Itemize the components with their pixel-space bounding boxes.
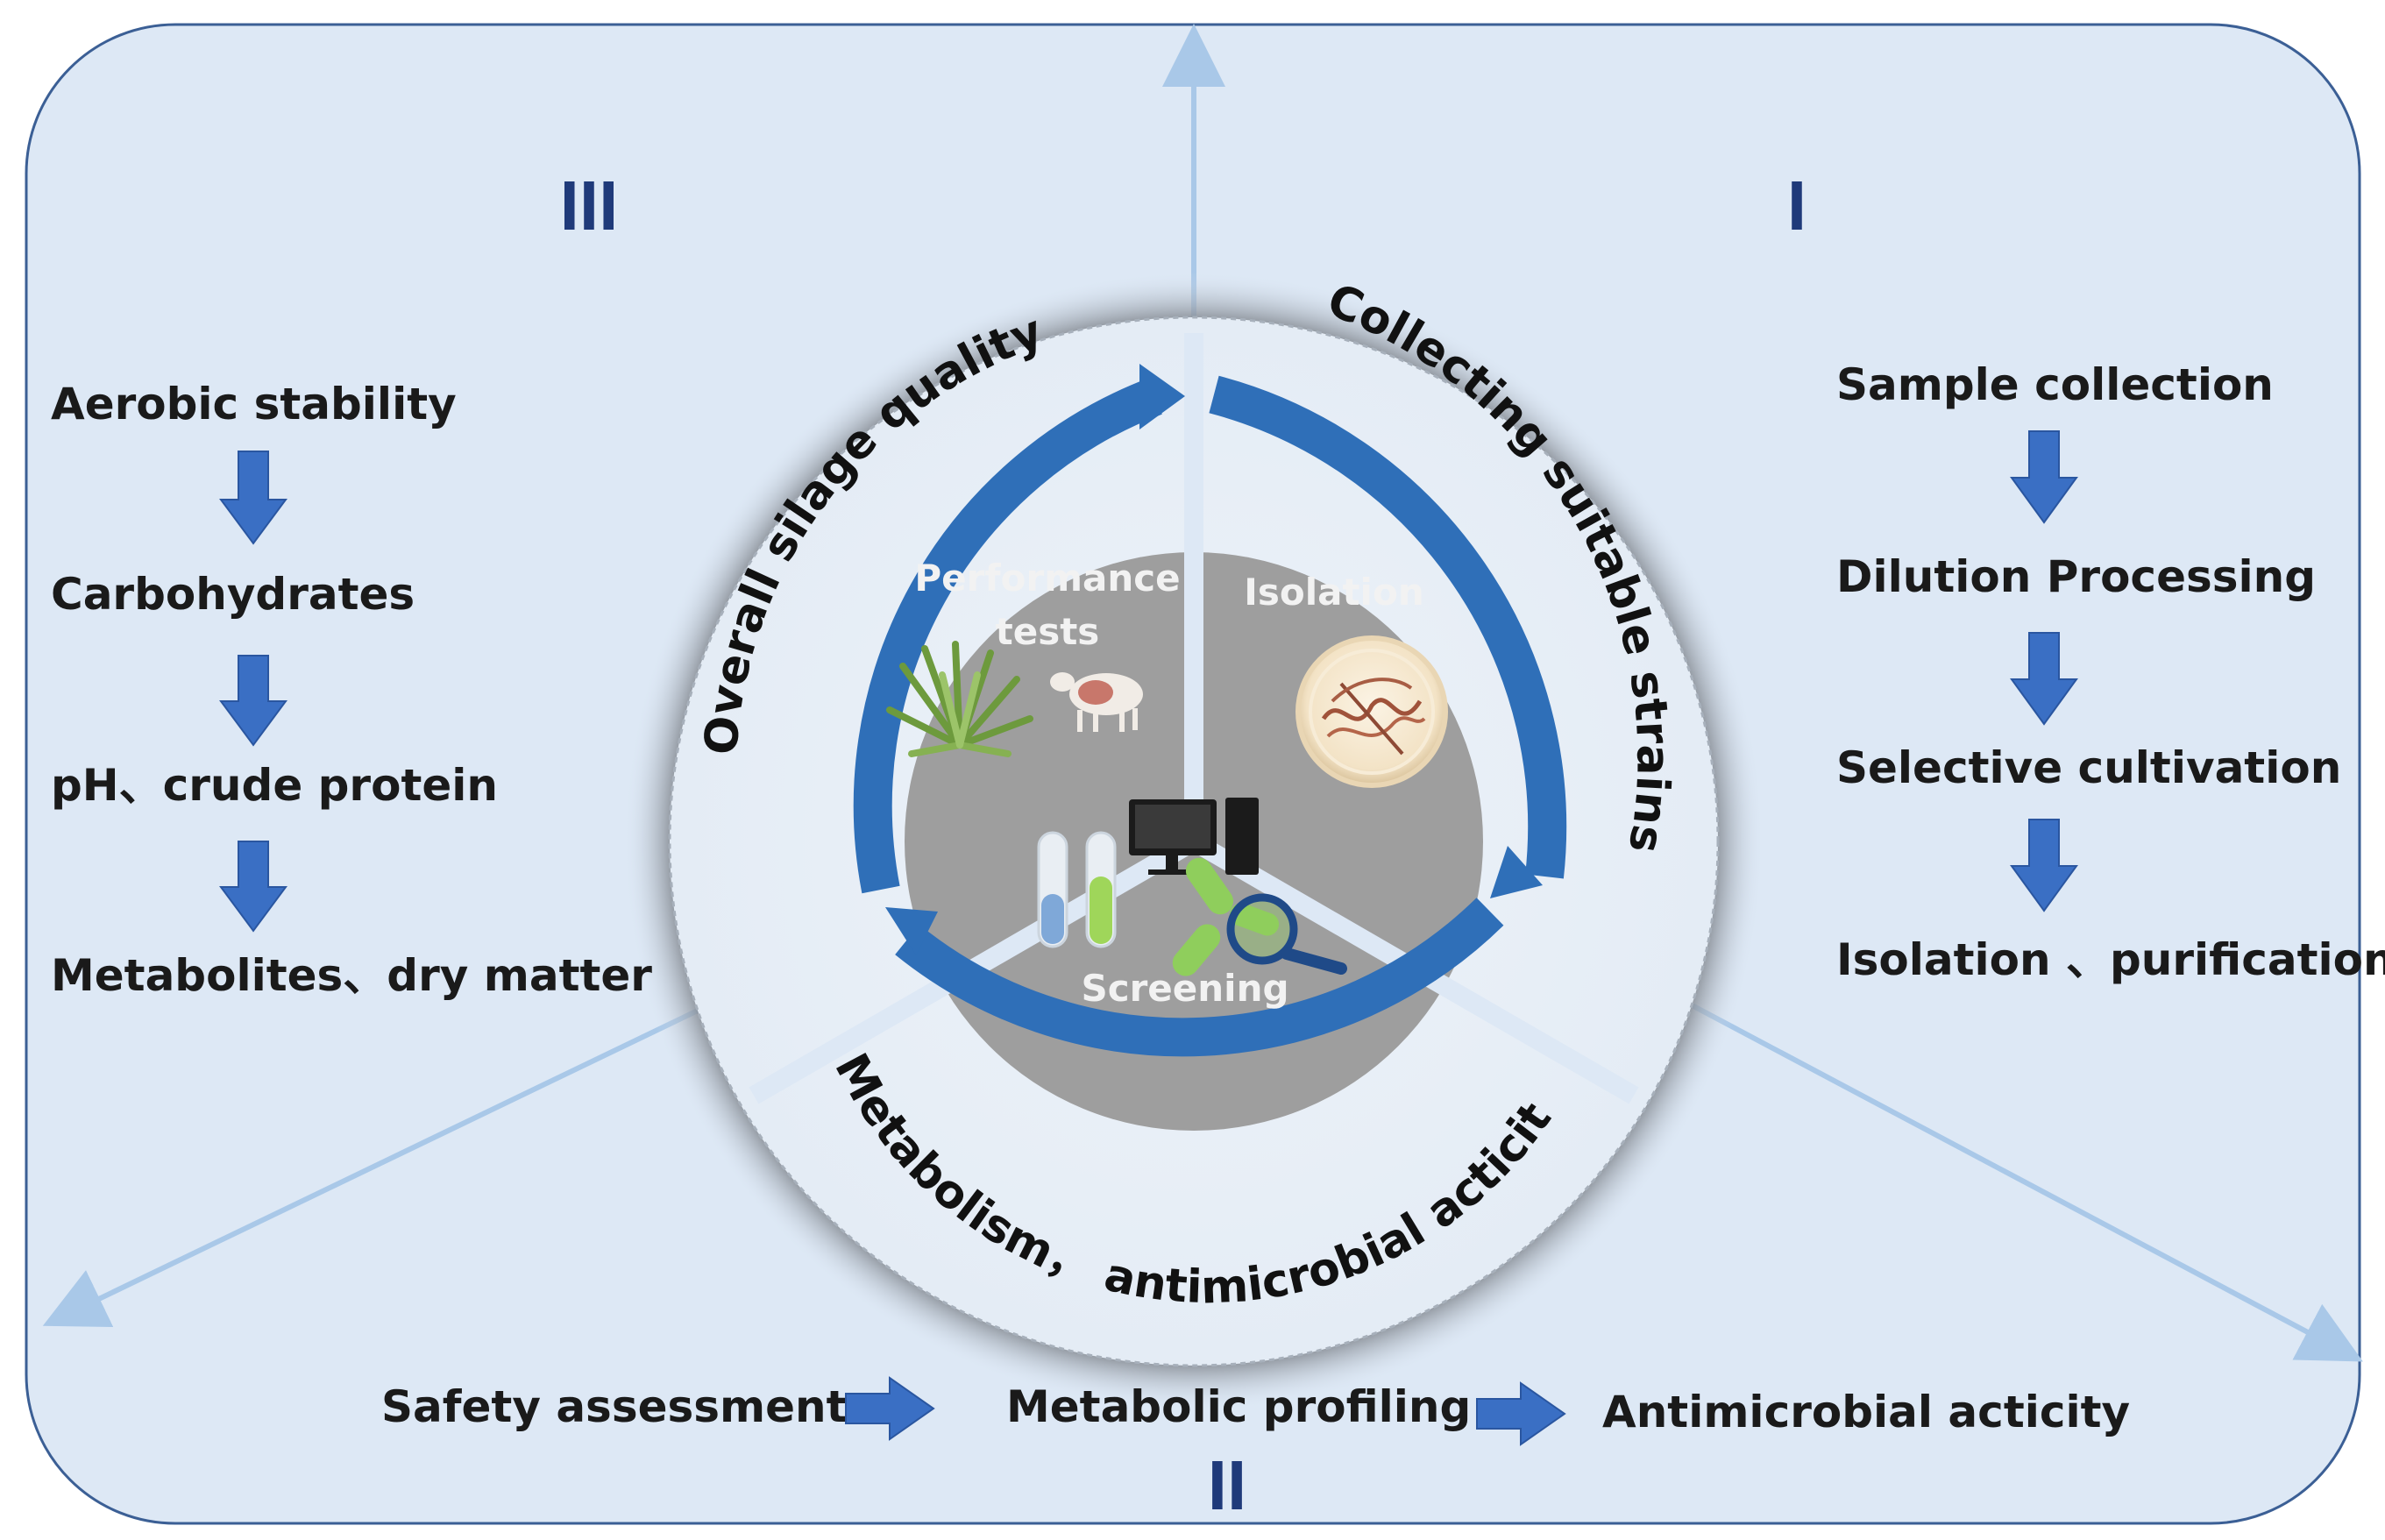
phase-two-flow-arrows: [845, 1376, 1566, 1446]
down-arrow-icon: [219, 451, 287, 545]
cow-icon: [1050, 672, 1143, 732]
cycle-ring: [853, 375, 1567, 1057]
magnifier-icon: [1226, 893, 1347, 975]
phase-one-steps: Sample collection Dilution Processing Se…: [1836, 359, 2385, 985]
phase-three-steps: Aerobic stability Carbohydrates pH、crude…: [51, 379, 652, 1001]
right-arrow-icon: [1476, 1381, 1566, 1446]
step-dilution-processing: Dilution Processing: [1836, 551, 2316, 602]
arrowhead-to-overall: [885, 907, 938, 955]
phase-one-flow-arrows: [2010, 430, 2078, 912]
right-arrow-icon: [845, 1376, 935, 1441]
step-ph-crude-protein: pH、crude protein: [51, 760, 498, 811]
down-arrow-icon: [2010, 430, 2078, 524]
ring-arc-overall: [853, 378, 1162, 894]
ring-arc-metabolism: [895, 898, 1504, 1057]
down-arrow-icon: [2010, 632, 2078, 726]
cycle-arrowheads: [885, 364, 1543, 955]
step-aerobic-stability: Aerobic stability: [51, 379, 457, 429]
phase-two-steps: Safety assessment Metabolic profiling An…: [381, 1381, 2130, 1437]
agave-plant-icon: [886, 641, 1033, 757]
arrowhead-to-metabolism: [1490, 846, 1543, 898]
step-metabolic-profiling: Metabolic profiling: [1006, 1381, 1471, 1432]
computer-icon: [1129, 798, 1259, 875]
sector-label-performance-line1: Performance: [914, 557, 1180, 600]
bacteria-icon: [1172, 857, 1280, 976]
down-arrow-icon: [219, 841, 287, 933]
step-metabolites-dry-matter: Metabolites、dry matter: [51, 950, 652, 1001]
petri-dish-icon: [1295, 635, 1448, 788]
step-carbohydrates: Carbohydrates: [51, 569, 415, 620]
down-arrow-icon: [219, 655, 287, 747]
phase-numeral-two: II: [1208, 1446, 1246, 1524]
step-sample-collection: Sample collection: [1836, 359, 2274, 410]
phase-numeral-three: III: [560, 167, 619, 245]
sector-label-isolation: Isolation: [1244, 571, 1423, 614]
step-isolation-purification: Isolation 、purification: [1836, 934, 2385, 985]
sector-label-performance-line2: tests: [996, 610, 1100, 653]
test-tubes-icon: [1037, 831, 1117, 948]
step-antimicrobial-acticity: Antimicrobial acticity: [1602, 1387, 2130, 1437]
down-arrow-icon: [2010, 819, 2078, 912]
phase-numeral-one: I: [1787, 167, 1806, 245]
ring-arc-collecting: [1209, 375, 1567, 879]
step-safety-assessment: Safety assessment: [381, 1381, 848, 1432]
arrowhead-to-collecting: [1139, 364, 1185, 429]
phase-three-flow-arrows: [219, 451, 287, 933]
step-selective-cultivation: Selective cultivation: [1836, 742, 2341, 793]
